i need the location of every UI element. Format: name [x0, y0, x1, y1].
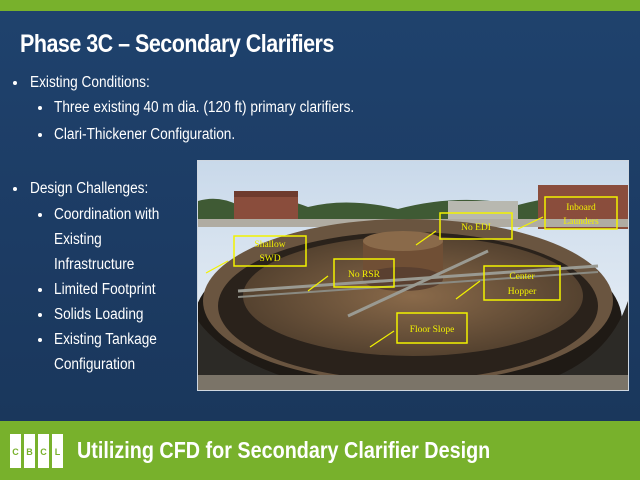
callout-shallow-swd-line2: SWD [259, 254, 280, 264]
sub-bullet-solids-loading: Solids Loading [54, 306, 144, 323]
slide-title: Phase 3C – Secondary Clarifiers [20, 30, 334, 58]
footer-title: Utilizing CFD for Secondary Clarifier De… [77, 437, 491, 463]
logo-letter: L [54, 447, 61, 457]
top-accent-stripe [0, 0, 640, 11]
bullet-design-challenges: Design Challenges: [30, 180, 149, 197]
logo-block [10, 434, 21, 468]
callout-no-edi-label: No EDI [461, 223, 491, 233]
bullet-dot [13, 81, 17, 85]
sub-bullet-limited-footprint: Limited Footprint [54, 281, 156, 298]
bullet-dot [13, 187, 17, 191]
callout-inboard-launders: Inboard Launders [544, 196, 618, 230]
callout-no-edi: No EDI [439, 212, 513, 240]
callout-floor-slope: Floor Slope [396, 312, 468, 344]
sub-bullet-coordination-line3: Infrastructure [54, 256, 135, 273]
callout-shallow-swd-line1: Shallow [254, 240, 285, 250]
sub-bullet-clarifiers: Three existing 40 m dia. (120 ft) primar… [54, 99, 355, 116]
callout-no-rsr: No RSR [333, 258, 395, 288]
clarifier-photo-illustration: Shallow SWD No RSR No EDI Inboard Launde… [194, 161, 628, 417]
logo-letter: C [12, 447, 19, 457]
sub-bullet-coordination-line1: Coordination with [54, 206, 160, 223]
logo-letter: C [40, 447, 47, 457]
callout-inboard-launders-line2: Launders [563, 217, 599, 227]
callout-floor-slope-label: Floor Slope [410, 325, 455, 335]
footer-bar [0, 421, 640, 480]
logo-block [52, 434, 63, 468]
logo-letter: B [26, 447, 33, 457]
sub-bullet-dot [38, 213, 42, 217]
bullet-list: Existing Conditions: Three existing 40 m… [13, 74, 355, 373]
callout-center-hopper-line1: Center [509, 272, 535, 282]
sub-bullet-dot [38, 313, 42, 317]
sub-bullet-dot [38, 288, 42, 292]
sub-bullet-dot [38, 106, 42, 110]
callout-shallow-swd: Shallow SWD [233, 235, 307, 267]
logo-block [38, 434, 49, 468]
callout-center-hopper: Center Hopper [483, 265, 561, 301]
sub-bullet-coordination-line2: Existing [54, 231, 102, 248]
logo-block [24, 434, 35, 468]
sub-bullet-existing-tankage-line2: Configuration [54, 356, 136, 373]
callout-inboard-launders-line1: Inboard [566, 203, 596, 213]
callout-no-rsr-label: No RSR [348, 270, 381, 280]
sub-bullet-dot [38, 338, 42, 342]
bullet-existing-conditions: Existing Conditions: [30, 74, 150, 91]
sub-bullet-existing-tankage-line1: Existing Tankage [54, 331, 157, 348]
sub-bullet-dot [38, 133, 42, 137]
sub-bullet-clari-thickener: Clari-Thickener Configuration. [54, 126, 236, 143]
clarifier-photo: Shallow SWD No RSR No EDI Inboard Launde… [194, 160, 629, 417]
callout-center-hopper-line2: Hopper [508, 287, 537, 297]
